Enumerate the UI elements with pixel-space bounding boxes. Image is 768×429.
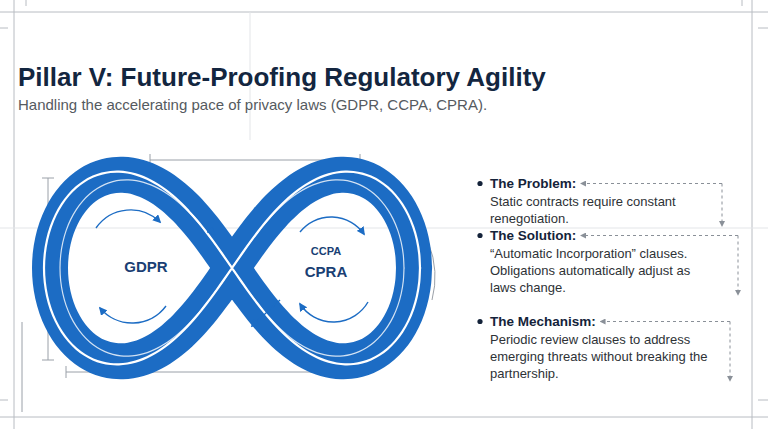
subtitle: Handling the accelerating pace of privac… [18,96,487,113]
flow-arrow [300,302,368,322]
frame-line [0,417,768,418]
tick [758,28,768,29]
bullet-text: “Automatic Incorporation” clauses. Oblig… [490,246,718,297]
ribbon-highlight [60,180,404,356]
title: Pillar V: Future-Proofing Regulatory Agi… [18,62,546,93]
leader-line [581,235,738,236]
law-label: CCPA [311,245,341,257]
leader-line [730,322,731,381]
bullet-heading: The Solution: [490,228,576,243]
tick [0,28,8,29]
ribbon-highlight [44,172,420,365]
bullet-dot [477,233,482,238]
flow-arrow [300,217,364,234]
bullet-heading: The Problem: [490,176,576,191]
loop-region: CCPA CPRA [305,242,348,283]
bullet-dot [477,319,482,324]
leader-line [581,183,722,184]
flow-arrow [96,210,160,228]
dimension-tick [42,178,54,179]
flow-arrow [190,210,214,234]
law-label: GDPR [124,258,167,275]
law-label: CPRA [305,263,348,280]
bullet-text: Periodic review clauses to address emerg… [490,332,718,383]
tick [742,0,743,6]
dimension-tick [42,360,54,361]
leader-line [722,184,723,226]
infinity-band [50,175,414,362]
bullet-text: Static contracts require constant renego… [490,194,718,228]
frame-line [0,12,768,13]
tick [0,400,8,401]
tick [758,400,768,401]
loop-region: GDPR [124,255,167,278]
frame-line [14,0,15,429]
flow-arrow [252,300,280,326]
dimension-line [22,322,23,412]
leader-line [738,236,739,295]
tick [26,0,27,6]
leader-line [601,321,730,322]
flow-arrow [100,306,166,323]
frame-line [752,0,753,429]
bullet-heading: The Mechanism: [490,314,596,329]
bullet-dot [477,181,482,186]
grid-line [0,228,768,229]
dimension-tick [66,366,67,378]
